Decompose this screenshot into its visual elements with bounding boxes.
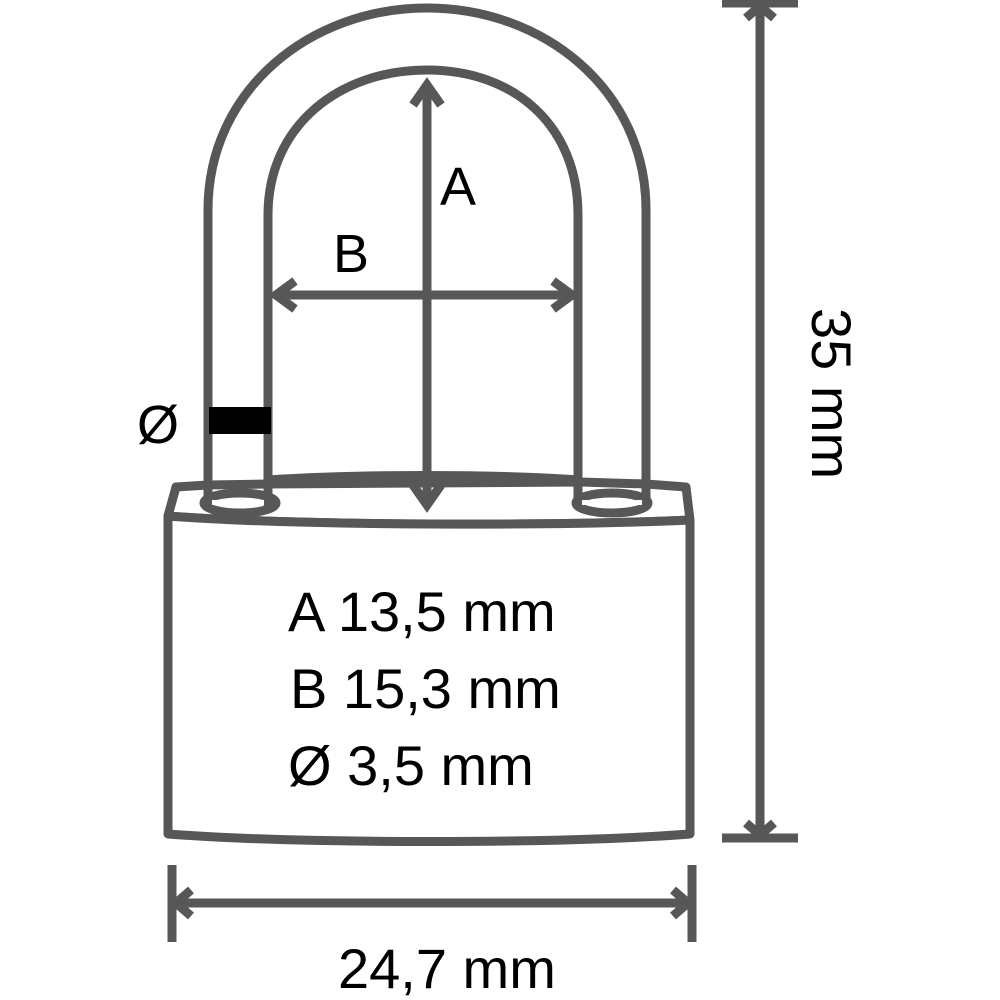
overall-width-dimension [167,865,697,942]
label-a: A [440,157,476,217]
lock-body [163,511,695,846]
overall-height-label: 35 mm [800,308,863,479]
shackle-inner [263,65,583,500]
spec-a: A 13,5 mm [288,580,556,643]
spec-list: A 13,5 mm B 15,3 mm Ø 3,5 mm [288,580,561,797]
right-leg-fill [582,500,642,505]
spec-b: B 15,3 mm [290,657,561,720]
label-b: B [333,224,369,284]
shackle-outer [203,3,651,500]
overall-width-label: 24,7 mm [338,937,556,1000]
overall-height-dimension [722,0,798,843]
left-leg-fill [212,500,264,505]
diameter-marker [209,407,271,434]
dimension-b-arrow [268,277,580,313]
label-diameter: Ø [137,395,179,455]
spec-diameter: Ø 3,5 mm [288,734,534,797]
